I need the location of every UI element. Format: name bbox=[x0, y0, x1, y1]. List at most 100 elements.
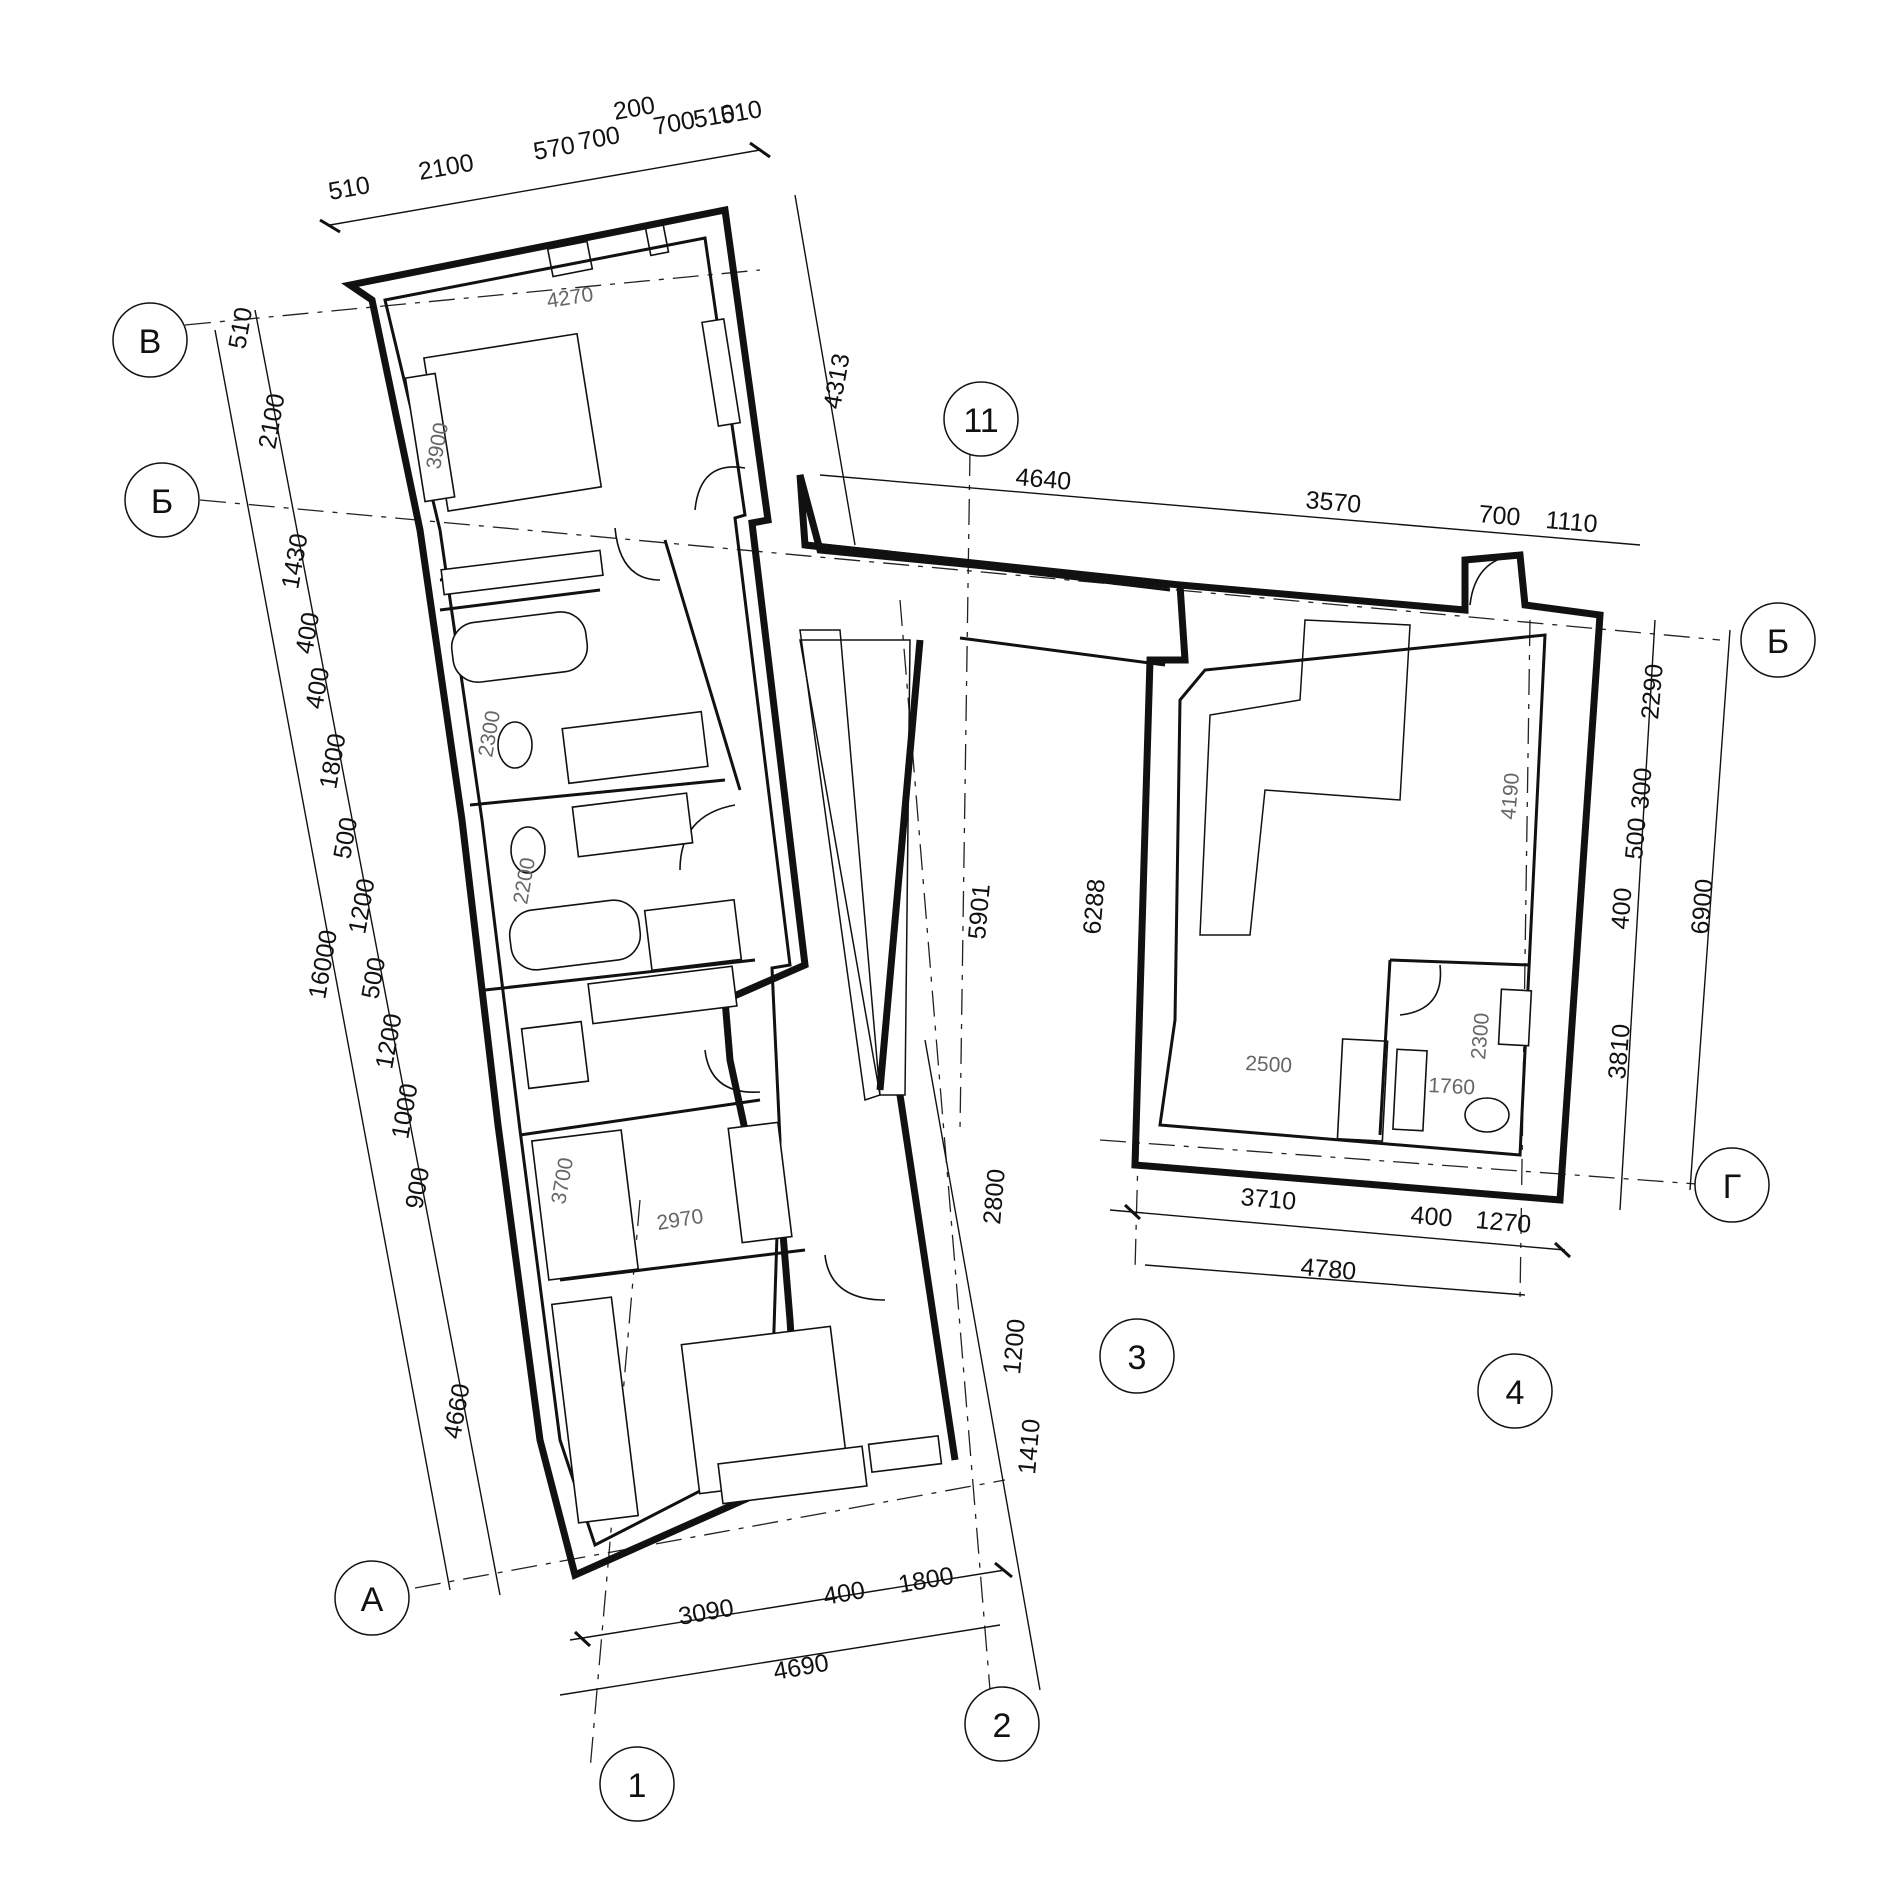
axis-bubble-v: В bbox=[112, 302, 188, 378]
axis-g-line bbox=[1099, 1139, 1711, 1186]
bench-4 bbox=[867, 1434, 943, 1474]
dim-wing-top-1: 4640 bbox=[1014, 463, 1072, 496]
corridor-lower-wall bbox=[896, 1094, 959, 1461]
left-furniture bbox=[404, 318, 943, 1524]
dim-right-bottom-3: 1270 bbox=[1474, 1206, 1532, 1239]
dim-top-3: 570 bbox=[531, 131, 577, 166]
dim-bottom-total: 4690 bbox=[771, 1649, 831, 1686]
dimension-lines bbox=[214, 141, 1731, 1696]
wardrobe-4 bbox=[550, 1296, 640, 1524]
dim-right-1: 2290 bbox=[1636, 663, 1669, 721]
axis-bubble-a: А bbox=[334, 1560, 410, 1636]
axis-bubble-4: 4 bbox=[1477, 1353, 1553, 1429]
room-dim-wing-w: 2500 bbox=[1245, 1052, 1293, 1077]
dim-left-7: 500 bbox=[328, 815, 363, 861]
room-dim-r1-w: 4270 bbox=[545, 283, 595, 313]
closet-1 bbox=[440, 549, 604, 596]
dim-line-right bbox=[1619, 619, 1656, 1211]
bathtub-2 bbox=[508, 899, 642, 971]
bed-3 bbox=[530, 1129, 640, 1281]
stair-run bbox=[799, 639, 911, 1096]
axis-bubble-2: 2 bbox=[964, 1686, 1040, 1762]
partition-6 bbox=[519, 1098, 761, 1137]
dim-right-bottom-1: 3710 bbox=[1239, 1183, 1297, 1216]
dimension-text: 510 2100 570 700 200 700 510 510 510 210… bbox=[223, 91, 1718, 1686]
bed-4-foot bbox=[717, 1445, 868, 1505]
dim-line-left bbox=[214, 329, 451, 1591]
dim-right-3: 500 bbox=[1620, 817, 1652, 861]
dim-right-5: 3810 bbox=[1603, 1023, 1636, 1081]
dim-corridor-2: 6288 bbox=[1078, 878, 1111, 936]
dim-line-right-bottom-total bbox=[1144, 1264, 1526, 1296]
shower-right bbox=[1336, 1038, 1389, 1142]
vanity-1 bbox=[561, 710, 709, 785]
dim-wing-top-2: 3570 bbox=[1304, 486, 1362, 519]
axis-label-b-right: Б bbox=[1767, 623, 1789, 661]
dim-corridor-3: 2800 bbox=[978, 1168, 1011, 1226]
room-dim-wing-h: 4190 bbox=[1497, 772, 1524, 821]
axis-v-line bbox=[184, 269, 761, 326]
tick bbox=[319, 218, 341, 234]
dim-left-1: 510 bbox=[223, 305, 258, 351]
axis-1-line bbox=[589, 1199, 641, 1771]
axis-bubble-b-right: Б bbox=[1740, 602, 1816, 678]
door-swing-3 bbox=[679, 804, 736, 871]
toilet-1 bbox=[497, 721, 533, 769]
right-building bbox=[796, 474, 1604, 1204]
dim-wing-top-4: 1110 bbox=[1544, 506, 1598, 538]
dim-line-right-bottom bbox=[1109, 1209, 1566, 1251]
tick bbox=[573, 1630, 592, 1648]
dim-left-10: 1200 bbox=[370, 1011, 407, 1071]
dim-left-11: 1000 bbox=[386, 1081, 423, 1141]
closet-2 bbox=[587, 965, 738, 1025]
door-swing-2 bbox=[614, 527, 661, 581]
dim-left-3: 1430 bbox=[276, 531, 313, 591]
door-swing-right-1 bbox=[1469, 554, 1516, 606]
axis-bubble-11: 11 bbox=[943, 381, 1019, 457]
partition-3 bbox=[663, 539, 742, 791]
dim-line-bottom bbox=[569, 1569, 1006, 1641]
tick bbox=[1553, 1241, 1572, 1259]
dim-right-4: 400 bbox=[1606, 887, 1638, 931]
dim-corridor-1: 5901 bbox=[963, 883, 996, 941]
dim-left-8: 1200 bbox=[343, 876, 380, 936]
dim-line-bottom-total bbox=[559, 1624, 1001, 1696]
window-top-2 bbox=[644, 223, 670, 257]
stair-right bbox=[1199, 619, 1411, 936]
corridor-glazing-2 bbox=[959, 636, 1166, 667]
axis-label-v: В bbox=[139, 323, 162, 361]
axis-label-11: 11 bbox=[963, 402, 998, 440]
axis-4-line bbox=[1519, 619, 1531, 1301]
partition-5 bbox=[484, 958, 756, 992]
armchair bbox=[520, 1020, 590, 1090]
dim-top-2: 2100 bbox=[416, 149, 476, 186]
axis-label-1: 1 bbox=[628, 1767, 647, 1805]
window-top-1 bbox=[546, 240, 594, 278]
axis-label-2: 2 bbox=[993, 1707, 1012, 1745]
room-dim-r3-w: 2970 bbox=[655, 1205, 705, 1235]
dim-corridor-5: 1410 bbox=[1013, 1418, 1046, 1476]
room-dim-wc-h: 2300 bbox=[1467, 1012, 1494, 1061]
dim-line-left-2 bbox=[254, 309, 501, 1596]
dim-corridor-4: 1200 bbox=[998, 1318, 1031, 1376]
axis-bubble-3: 3 bbox=[1099, 1318, 1175, 1394]
dim-line-corridor bbox=[924, 1039, 1041, 1691]
dim-bottom-3: 1800 bbox=[896, 1562, 956, 1599]
dim-top-5: 200 bbox=[611, 91, 657, 126]
axis-label-3: 3 bbox=[1128, 1339, 1147, 1377]
axis-bubbles: В Б Б А Г 1 2 3 bbox=[112, 302, 1816, 1822]
dim-line-4313 bbox=[794, 194, 856, 546]
door-swing-5 bbox=[824, 1254, 886, 1301]
dim-line-top bbox=[329, 149, 761, 226]
axis-11-line bbox=[959, 449, 971, 1131]
dim-left-6: 1800 bbox=[314, 731, 351, 791]
room-dim-wc-w: 1760 bbox=[1428, 1074, 1476, 1099]
tick bbox=[1123, 1203, 1142, 1221]
door-swing-1 bbox=[694, 466, 746, 511]
dim-left-lower: 4660 bbox=[438, 1381, 475, 1441]
axis-label-a: А bbox=[361, 1581, 384, 1619]
partition-4 bbox=[469, 778, 726, 807]
bathtub-1 bbox=[450, 611, 589, 684]
partition-2 bbox=[439, 588, 601, 612]
wc-partition bbox=[1389, 958, 1531, 967]
